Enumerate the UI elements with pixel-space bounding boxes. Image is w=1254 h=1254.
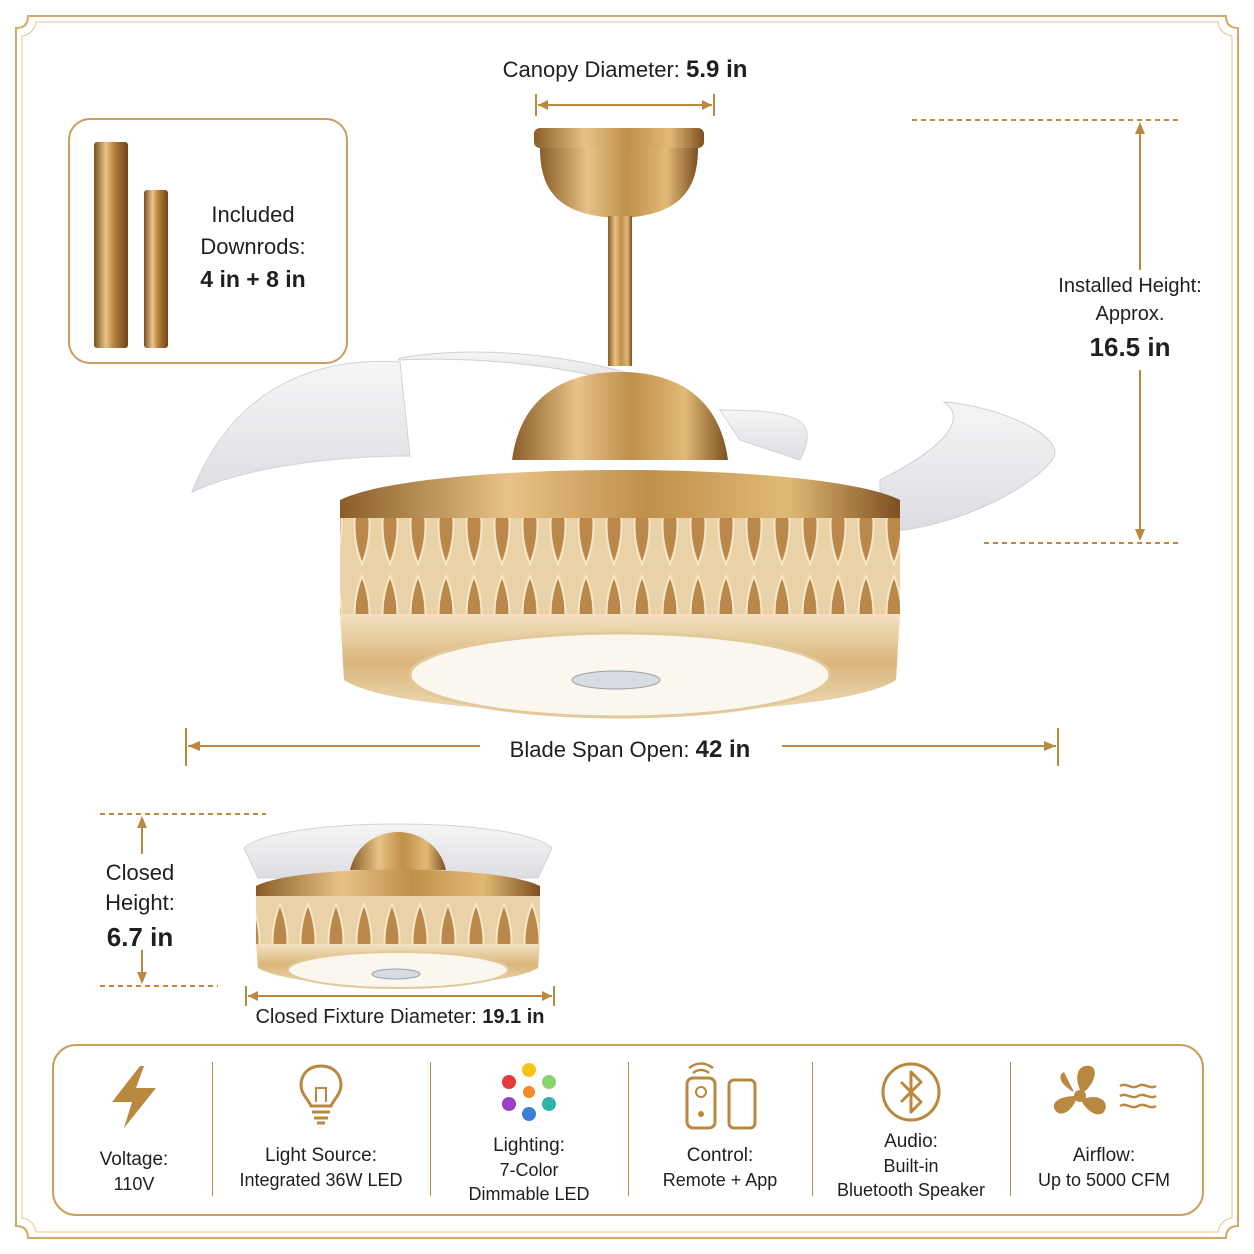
specs-panel — [52, 1044, 1204, 1216]
spec-airflow: Airflow: Up to 5000 CFM — [1010, 1046, 1198, 1212]
downrods-label-2: Downrods: — [200, 234, 306, 259]
spec-lighting: Lighting: 7-Color Dimmable LED — [430, 1046, 628, 1212]
installed-height-value: 16.5 in — [1089, 332, 1171, 362]
blade-span-label: Blade Span Open: 42 in — [509, 736, 751, 763]
downrods-label-1: Included — [211, 202, 295, 227]
canopy-dimension-arrow — [535, 94, 715, 116]
closed-height-label-2: Height: — [105, 890, 175, 915]
closed-diameter-arrow — [245, 986, 555, 1006]
closed-height-label-1: Closed — [105, 860, 175, 885]
spec-light-source: Light Source: Integrated 36W LED — [212, 1046, 430, 1212]
bluetooth-icon — [881, 1062, 941, 1122]
installed-height-label-2: Approx. — [1095, 303, 1165, 325]
light-bulb-icon — [299, 1064, 343, 1125]
color-dots-icon — [502, 1063, 556, 1121]
spec-value: Integrated 36W LED — [239, 1170, 403, 1190]
downrods-value: 4 in + 8 in — [200, 266, 306, 292]
spec-title: Light Source: — [265, 1145, 377, 1166]
spec-title: Voltage: — [99, 1149, 169, 1170]
blade-span-arrow — [185, 728, 1059, 766]
closed-height-arrow — [100, 813, 266, 987]
closed-height-value: 6.7 in — [106, 922, 174, 952]
spec-value: Up to 5000 CFM — [1037, 1170, 1171, 1190]
installed-height-label-1: Installed Height: — [1058, 275, 1202, 297]
spec-voltage: Voltage: 110V — [56, 1046, 212, 1212]
installed-height-arrow — [912, 119, 1182, 544]
spec-value: Bluetooth Speaker — [836, 1180, 986, 1200]
spec-divider — [812, 1062, 813, 1196]
closed-diameter-label: Closed Fixture Diameter: 19.1 in — [255, 1006, 545, 1028]
spec-divider — [212, 1062, 213, 1196]
spec-value: 110V — [113, 1174, 155, 1194]
spec-title: Audio: — [884, 1131, 938, 1152]
closed-fan-illustration — [243, 823, 553, 989]
spec-audio: Audio: Built-in Bluetooth Speaker — [812, 1046, 1010, 1212]
spec-divider — [628, 1062, 629, 1196]
spec-divider — [430, 1062, 431, 1196]
spec-value: 7-Color — [499, 1160, 559, 1180]
spec-value: Remote + App — [662, 1170, 778, 1190]
spec-control: Control: Remote + App — [628, 1046, 812, 1212]
spec-title: Control: — [686, 1145, 754, 1166]
downrods-icon — [94, 142, 168, 348]
lightning-bolt-icon — [112, 1066, 156, 1128]
fan-airflow-icon — [1053, 1065, 1157, 1115]
spec-title: Airflow: — [1072, 1145, 1136, 1166]
ceiling-fan-illustration — [191, 128, 1056, 719]
spec-value: Dimmable LED — [468, 1184, 590, 1204]
downrods-box: Included Downrods: 4 in + 8 in — [68, 118, 348, 364]
spec-title: Lighting: — [493, 1135, 565, 1156]
remote-phone-icon — [685, 1062, 757, 1130]
spec-divider — [1010, 1062, 1011, 1196]
spec-value: Built-in — [883, 1156, 939, 1176]
canopy-dimension-label: Canopy Diameter: 5.9 in — [502, 56, 748, 83]
